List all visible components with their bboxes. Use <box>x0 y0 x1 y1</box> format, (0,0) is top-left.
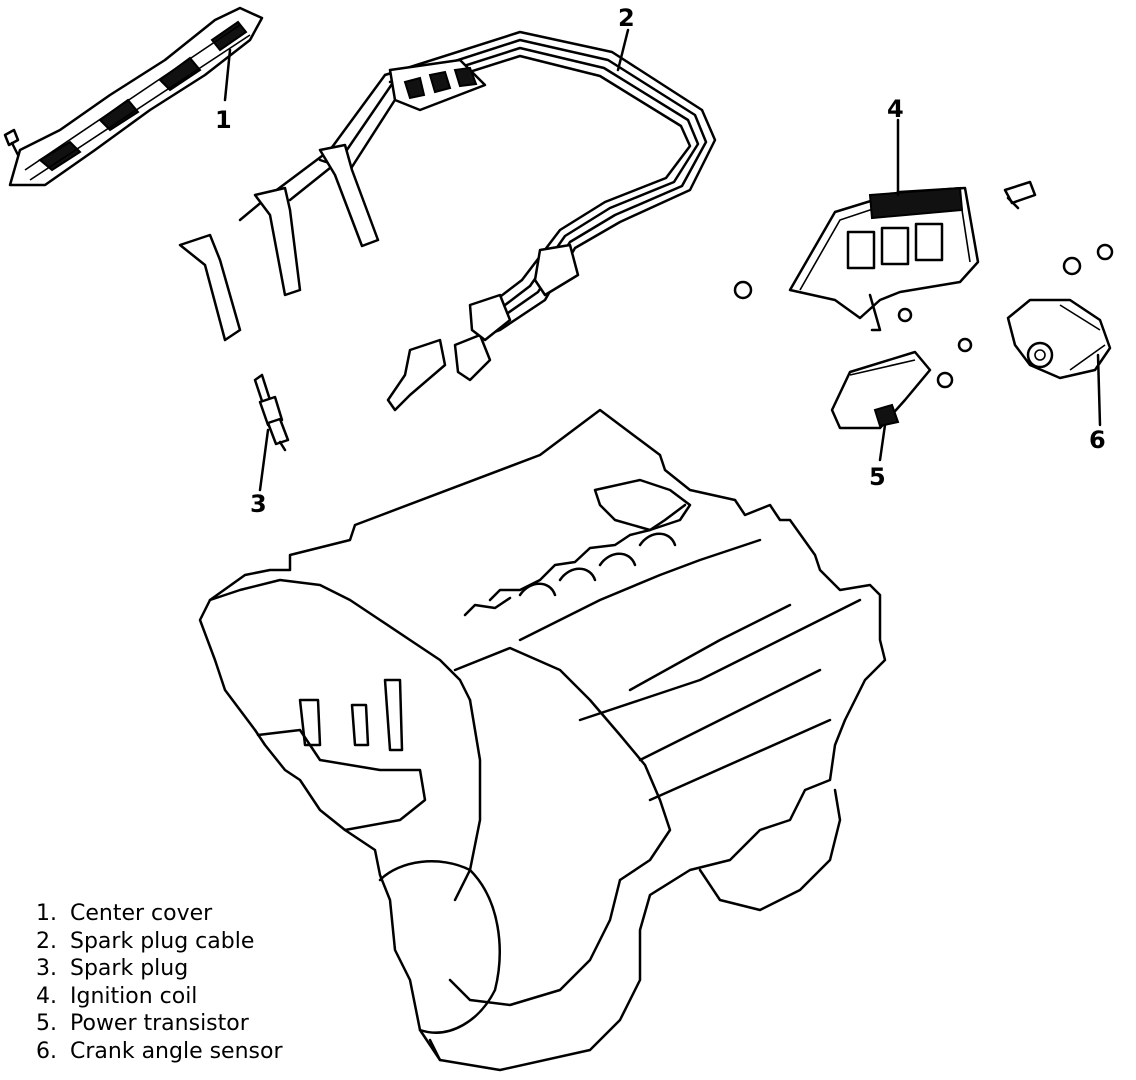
legend-item: 6.Crank angle sensor <box>36 1038 283 1064</box>
spark-plug-cable-drawing <box>178 30 717 412</box>
legend-item: 3.Spark plug <box>36 956 189 981</box>
legend-item: 5.Power transistor <box>36 1011 249 1036</box>
callout-6: 6 <box>1089 426 1106 454</box>
callout-2: 2 <box>618 4 635 32</box>
legend-item: 2.Spark plug cable <box>36 928 255 954</box>
center-cover-drawing <box>8 6 264 187</box>
leader-line-5 <box>878 423 887 462</box>
leader-line-2 <box>616 28 630 72</box>
callout-5: 5 <box>869 463 886 491</box>
legend-item: 4.Ignition coil <box>36 983 198 1009</box>
bolt-icon <box>1003 180 1037 210</box>
parts-legend: 1.Center cover 2.Spark plug cable 3.Spar… <box>36 900 283 1065</box>
crank-angle-sensor-drawing <box>1006 298 1112 380</box>
ignition-coil-drawing <box>788 186 980 332</box>
power-transistor-drawing <box>830 350 932 430</box>
spark-plug-drawing <box>253 373 290 452</box>
callout-4: 4 <box>887 95 904 123</box>
leader-line-3 <box>258 428 270 492</box>
leader-line-1 <box>223 48 232 102</box>
callout-3: 3 <box>250 490 267 518</box>
leader-line-6 <box>1096 353 1102 427</box>
callout-1: 1 <box>215 106 232 134</box>
legend-item: 1.Center cover <box>36 901 213 926</box>
engine-block-drawing <box>198 408 887 1072</box>
nut-icon <box>733 243 1114 389</box>
bolt-icon <box>3 128 20 157</box>
